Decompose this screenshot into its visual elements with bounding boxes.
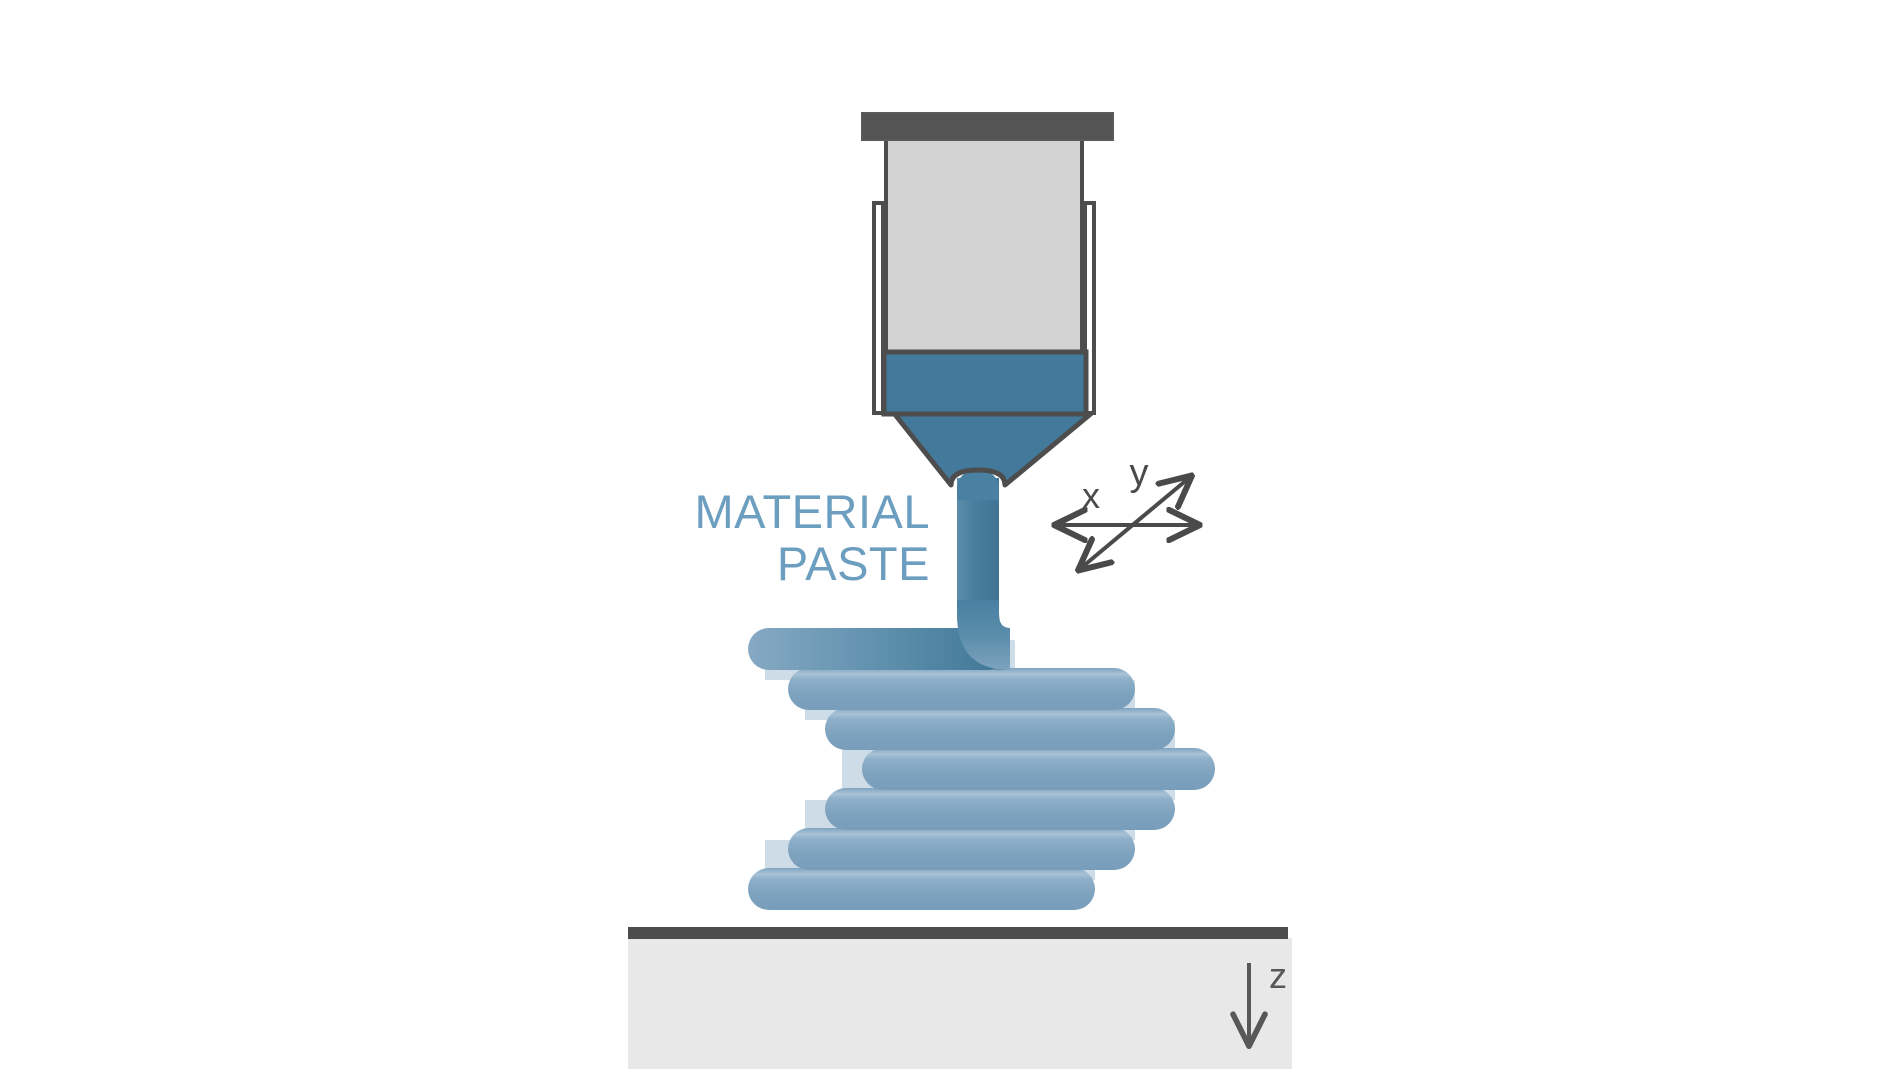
y-axis-label: y bbox=[1130, 452, 1149, 494]
barrel-wall-right bbox=[1083, 201, 1096, 415]
nozzle-cone bbox=[890, 409, 1096, 488]
plunger-cap bbox=[861, 112, 1114, 141]
material-paste-line2: PASTE bbox=[777, 537, 930, 590]
printed-layer-active bbox=[748, 628, 1010, 670]
y-axis-arrow bbox=[1081, 478, 1189, 568]
printed-part bbox=[748, 628, 1215, 910]
extrusion-stream bbox=[957, 470, 1010, 670]
printed-layer bbox=[788, 828, 1135, 870]
platform-top-edge bbox=[628, 927, 1288, 939]
printed-layer bbox=[825, 708, 1175, 750]
barrel-wall-left bbox=[872, 201, 885, 415]
x-axis-label: x bbox=[1082, 475, 1100, 516]
z-axis-indicator: z bbox=[1230, 955, 1287, 1050]
build-platform bbox=[628, 927, 1292, 1069]
syringe-barrel bbox=[872, 135, 1096, 417]
platform-body bbox=[628, 938, 1292, 1069]
xy-axis-indicator: x y bbox=[1058, 452, 1196, 568]
material-paste-label: MATERIAL PASTE bbox=[694, 485, 930, 590]
material-paste-line1: MATERIAL bbox=[694, 485, 930, 538]
printed-layer bbox=[862, 748, 1215, 790]
paste-reservoir bbox=[881, 349, 1089, 417]
z-axis-label: z bbox=[1269, 955, 1287, 996]
printed-layer bbox=[748, 868, 1095, 910]
printed-layer bbox=[825, 788, 1175, 830]
barrel-body bbox=[884, 135, 1084, 356]
printed-layer bbox=[788, 668, 1135, 710]
